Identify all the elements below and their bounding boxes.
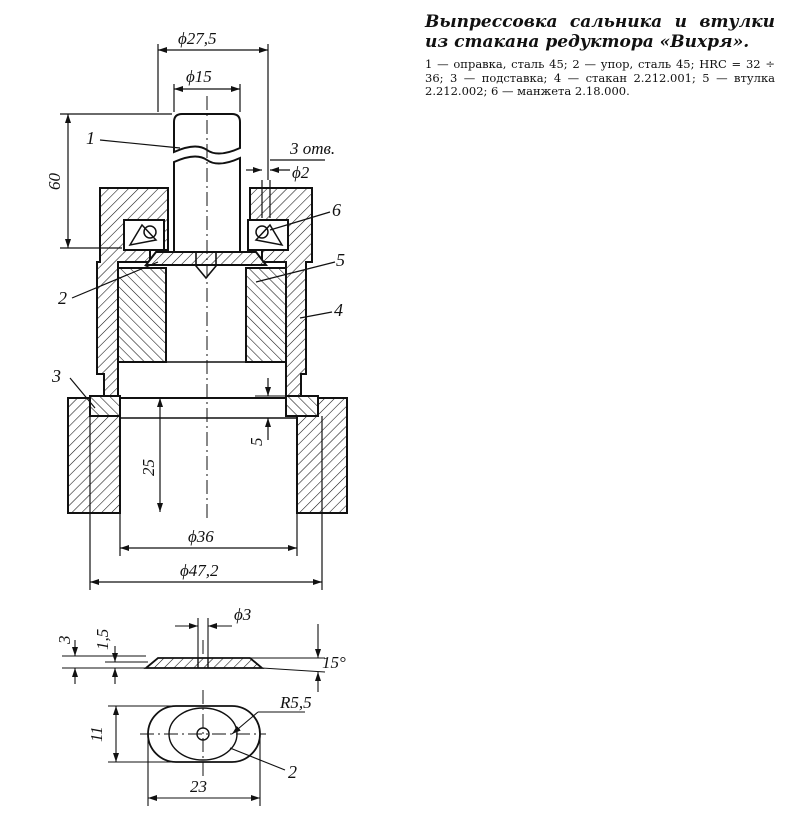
centre-lines xyxy=(140,96,266,780)
part-label-1: 1 xyxy=(86,128,95,148)
detail-thrust-piece xyxy=(143,657,265,763)
part-leaders xyxy=(69,139,336,409)
dim-phi-47-2: ϕ47,2 xyxy=(180,561,219,580)
dim-23: 23 xyxy=(190,777,207,796)
dim-phi-15: ϕ15 xyxy=(186,67,212,86)
dim-phi-2: ϕ2 xyxy=(292,163,310,182)
dim-15-deg: 15° xyxy=(322,653,346,672)
part-label-3: 3 xyxy=(51,366,61,386)
part-label-2: 2 xyxy=(58,288,67,308)
dim-phi-36: ϕ36 xyxy=(188,527,214,546)
caption-legend: 1 — оправка, сталь 45; 2 — упор, сталь 4… xyxy=(425,57,775,98)
detail-dimensions xyxy=(62,618,326,806)
dim-60: 60 xyxy=(45,173,64,191)
dim-3: 3 xyxy=(55,636,74,646)
figure-caption: Выпрессовка сальника и втулки из стакана… xyxy=(425,12,775,99)
part-label-4: 4 xyxy=(334,300,343,320)
caption-title: Выпрессовка сальника и втулки из стакана… xyxy=(425,12,775,52)
dim-r-5-5: R5,5 xyxy=(279,693,312,712)
assembly-section xyxy=(67,113,348,514)
bushing-right xyxy=(245,267,287,363)
dim-phi-3: ϕ3 xyxy=(234,605,251,624)
dim-phi-27-5: ϕ27,5 xyxy=(178,29,217,48)
cup-flange-right xyxy=(285,395,319,417)
detail-label-2: 2 xyxy=(288,762,297,782)
dim-11: 11 xyxy=(87,726,106,742)
dim-holes: 3 отв. xyxy=(289,139,335,158)
dim-1-5: 1,5 xyxy=(93,629,112,650)
part-label-6: 6 xyxy=(332,200,341,220)
support-left-wall xyxy=(67,397,121,514)
dim-5: 5 xyxy=(247,438,266,447)
thrust-piece xyxy=(143,251,269,266)
dimension-lines xyxy=(60,44,325,590)
bushing-left xyxy=(117,267,167,363)
cup-flange-left xyxy=(89,395,121,417)
part-label-5: 5 xyxy=(336,250,345,270)
dim-25: 25 xyxy=(139,459,158,476)
